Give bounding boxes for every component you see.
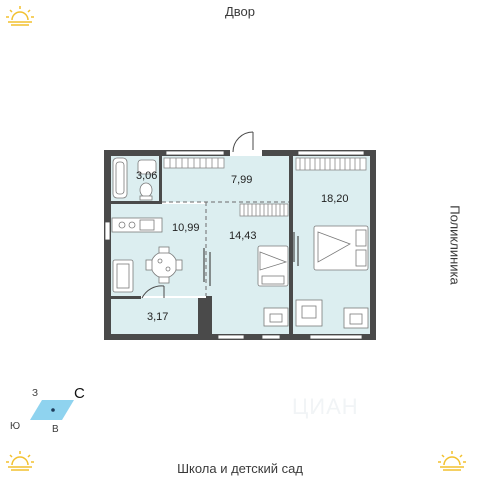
kitchen-area: 10,99	[172, 222, 200, 234]
kitchen-armchair	[112, 259, 134, 293]
balcony-door	[141, 285, 165, 299]
balcony-area: 3,17	[147, 311, 169, 323]
compass-east: В	[52, 424, 59, 435]
entrance-door	[232, 131, 254, 153]
bedroom-bed	[313, 225, 369, 271]
sliding-doors	[203, 232, 299, 286]
dashed-partitions	[162, 201, 289, 296]
windows	[104, 150, 365, 340]
orientation-top-label: Двор	[224, 4, 256, 19]
balcony-fill	[111, 298, 198, 334]
compass-south: Ю	[10, 421, 21, 432]
washbasin	[137, 159, 157, 175]
compass-north: С	[74, 385, 85, 402]
hall-wardrobe	[239, 203, 289, 217]
living-bed	[257, 245, 289, 287]
compass-west: З	[32, 388, 39, 399]
dining-table	[145, 246, 183, 284]
watermark: ЦИАН	[292, 394, 359, 419]
living-area: 14,43	[229, 230, 257, 242]
bedroom-desk-left	[295, 299, 323, 327]
sun-icon-bottom-right	[438, 451, 466, 471]
bathtub	[112, 157, 128, 199]
toilet	[139, 182, 153, 201]
hall-shelf	[163, 157, 225, 169]
bathroom-area: 3,06	[136, 170, 158, 182]
bedroom-desk-right	[343, 307, 369, 329]
orientation-bottom-label: Школа и детский сад	[177, 461, 303, 476]
sun-icon-bottom-left	[6, 451, 34, 471]
living-desk	[263, 307, 289, 327]
hall-area: 7,99	[231, 174, 253, 186]
compass-icon	[30, 400, 74, 420]
bedroom-area: 18,20	[321, 193, 349, 205]
bedroom-wardrobe	[295, 157, 367, 171]
sun-icon-top-left	[6, 6, 34, 26]
kitchen-counter	[111, 217, 163, 233]
